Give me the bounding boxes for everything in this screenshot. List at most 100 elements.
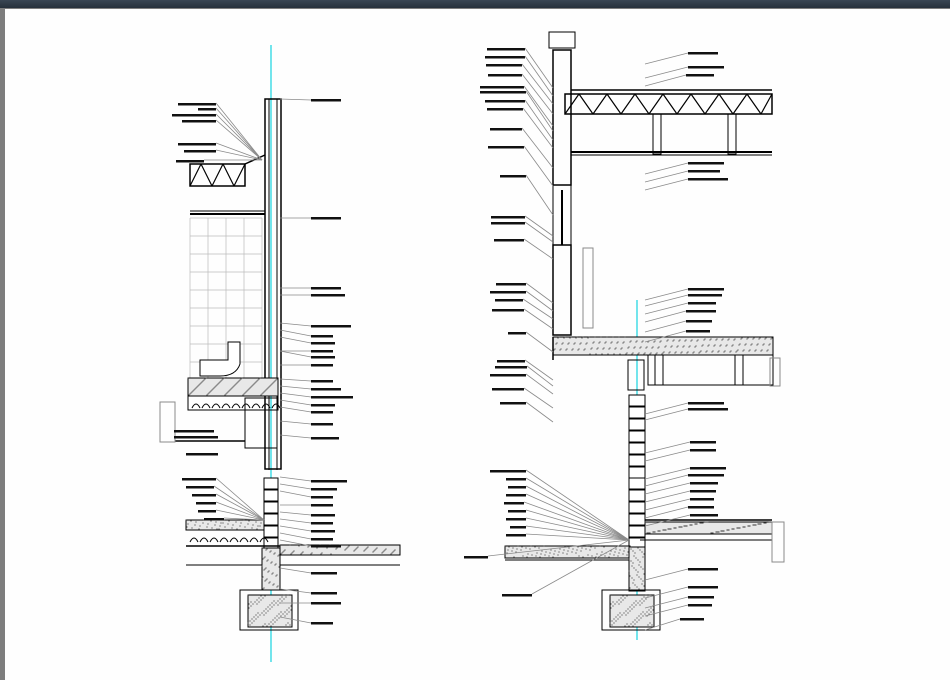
aggregate-dot <box>250 386 252 388</box>
aggregate-dot <box>592 342 594 344</box>
aggregate-dot <box>273 583 275 585</box>
truss-web <box>592 93 608 115</box>
label-text <box>311 592 337 595</box>
aggregate-dot <box>247 523 249 525</box>
aggregate-dot <box>738 527 740 529</box>
truss-web <box>200 163 213 187</box>
aggregate-dot <box>666 340 668 342</box>
label-text <box>502 594 532 597</box>
label-text <box>690 514 718 517</box>
aggregate-dot <box>705 351 707 353</box>
leader-line <box>644 490 691 503</box>
aggregate-dot <box>646 532 648 534</box>
label-text <box>506 518 526 521</box>
label-text <box>487 108 523 111</box>
aggregate-dot <box>367 546 369 548</box>
aggregate-dot <box>269 608 271 610</box>
aggregate-dot <box>552 556 554 558</box>
aggregate-dot <box>251 618 253 620</box>
aggregate-dot <box>241 377 243 379</box>
aggregate-dot <box>707 345 709 347</box>
aggregate-dot <box>639 600 641 602</box>
truss-web <box>189 163 202 187</box>
aggregate-dot <box>217 383 219 385</box>
aggregate-dot <box>195 521 197 523</box>
aggregate-dot <box>265 612 267 614</box>
aggregate-dot <box>629 341 631 343</box>
footing <box>609 594 655 628</box>
aggregate-dot <box>634 623 636 625</box>
block <box>263 513 279 526</box>
aggregate-dot <box>250 601 252 603</box>
aggregate-dot <box>553 553 555 555</box>
aggregate-dot <box>284 611 286 613</box>
block-vault <box>249 537 259 543</box>
aggregate-dot <box>244 392 246 394</box>
leader-line <box>523 238 554 260</box>
aggregate-dot <box>649 353 651 355</box>
aggregate-dot <box>259 614 261 616</box>
label-text <box>500 402 526 405</box>
block-vault <box>189 537 199 543</box>
aggregate-dot <box>635 557 637 559</box>
aggregate-dot <box>265 567 267 569</box>
aggregate-dot <box>702 522 704 524</box>
leader-line <box>525 401 554 423</box>
aggregate-dot <box>640 578 642 580</box>
aggregate-dot <box>232 524 234 526</box>
aggregate-dot <box>604 342 606 344</box>
truss-web <box>222 163 235 187</box>
aggregate-dot <box>683 525 685 527</box>
leader-line <box>644 586 689 599</box>
aggregate-dot <box>707 521 709 523</box>
drawing-canvas[interactable] <box>5 9 950 680</box>
aggregate-dot <box>626 352 628 354</box>
aggregate-dot <box>753 337 755 339</box>
aggregate-dot <box>309 544 311 546</box>
dimension-line <box>769 357 781 387</box>
leader-line <box>644 498 691 511</box>
aggregate-dot <box>281 600 283 602</box>
aggregate-dot <box>712 350 714 352</box>
aggregate-dot <box>284 615 286 617</box>
aggregate-dot <box>239 525 241 527</box>
aggregate-dot <box>633 555 635 557</box>
leader-line <box>523 387 554 409</box>
aggregate-dot <box>654 340 656 342</box>
aggregate-dot <box>723 351 725 353</box>
dimension-line <box>771 521 785 563</box>
label-text <box>688 568 718 571</box>
aggregate-dot <box>268 623 270 625</box>
aggregate-dot <box>668 528 670 530</box>
leader-line <box>213 485 265 521</box>
aggregate-dot <box>625 614 627 616</box>
aggregate-dot <box>190 392 192 394</box>
label-text <box>690 482 718 485</box>
aggregate-dot <box>270 550 272 552</box>
leader-line <box>215 102 263 161</box>
leader-line <box>215 142 263 161</box>
aggregate-dot <box>298 545 300 547</box>
aggregate-dot <box>376 547 378 549</box>
aggregate-dot <box>641 598 643 600</box>
aggregate-dot <box>648 532 650 534</box>
aggregate-dot <box>667 528 669 530</box>
aggregate-dot <box>219 381 221 383</box>
aggregate-dot <box>663 351 665 353</box>
aggregate-dot <box>711 351 713 353</box>
aggregate-dot <box>621 347 623 349</box>
aggregate-dot <box>679 526 681 528</box>
aggregate-dot <box>281 596 283 598</box>
aggregate-dot <box>554 348 556 350</box>
window-titlebar <box>0 0 950 8</box>
aggregate-dot <box>302 551 304 553</box>
aggregate-dot <box>265 549 267 551</box>
leader-line <box>644 514 691 527</box>
floor-truss <box>647 354 774 386</box>
aggregate-dot <box>263 569 265 571</box>
aggregate-dot <box>252 384 254 386</box>
label-text <box>311 388 341 391</box>
block <box>263 489 279 502</box>
aggregate-dot <box>191 391 193 393</box>
aggregate-dot <box>582 336 584 338</box>
